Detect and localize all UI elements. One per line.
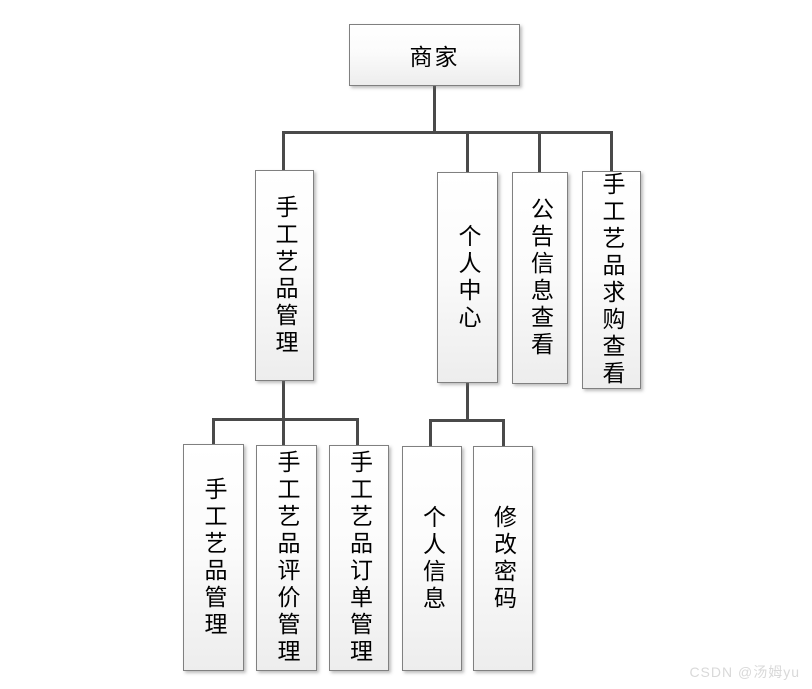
connector-level3-left-horizontal xyxy=(212,418,359,421)
node-change-password: 修改密码 xyxy=(473,446,533,671)
connector-level2-horizontal xyxy=(282,131,613,134)
node-crafts-review-management: 手工艺品评价管理 xyxy=(256,445,317,671)
connector-crafts-mgmt-down xyxy=(282,380,285,420)
node-crafts-management-label: 手工艺品管理 xyxy=(272,194,298,357)
connector-drop-crafts-order xyxy=(356,418,359,446)
node-personal-info: 个人信息 xyxy=(402,446,462,671)
connector-personal-center-down xyxy=(466,382,469,421)
connector-drop-crafts-review xyxy=(282,418,285,446)
connector-drop-personal-info xyxy=(429,419,432,447)
node-announcement-info-view-label: 公告信息查看 xyxy=(527,197,554,359)
node-change-password-label: 修改密码 xyxy=(490,504,517,613)
connector-drop-crafts-mgmt-sub xyxy=(212,418,215,445)
connector-level3-right-horizontal xyxy=(429,419,505,422)
node-announcement-info-view: 公告信息查看 xyxy=(512,172,568,384)
connector-drop-personal-center xyxy=(466,131,469,173)
connector-drop-purchase-request xyxy=(610,131,613,172)
connector-drop-change-password xyxy=(502,419,505,447)
node-crafts-management-sub: 手工艺品管理 xyxy=(183,444,244,671)
node-crafts-management: 手工艺品管理 xyxy=(255,170,314,381)
node-crafts-purchase-request-view-label: 手工艺品求购查看 xyxy=(599,172,625,388)
connector-drop-crafts-mgmt xyxy=(282,131,285,171)
node-crafts-purchase-request-view: 手工艺品求购查看 xyxy=(582,171,641,389)
connector-root-down xyxy=(433,85,436,134)
node-crafts-management-sub-label: 手工艺品管理 xyxy=(201,476,227,639)
node-crafts-review-management-label: 手工艺品评价管理 xyxy=(274,450,300,666)
node-personal-center-label: 个人中心 xyxy=(455,223,481,332)
connector-drop-announcement xyxy=(538,131,541,173)
csdn-watermark: CSDN @汤姆yu xyxy=(689,664,800,680)
node-merchant-root: 商家 xyxy=(349,24,520,86)
node-personal-info-label: 个人信息 xyxy=(419,504,446,613)
node-personal-center: 个人中心 xyxy=(437,172,498,383)
node-crafts-order-management: 手工艺品订单管理 xyxy=(329,445,389,671)
node-crafts-order-management-label: 手工艺品订单管理 xyxy=(346,450,373,666)
node-merchant-root-label: 商家 xyxy=(409,44,460,70)
